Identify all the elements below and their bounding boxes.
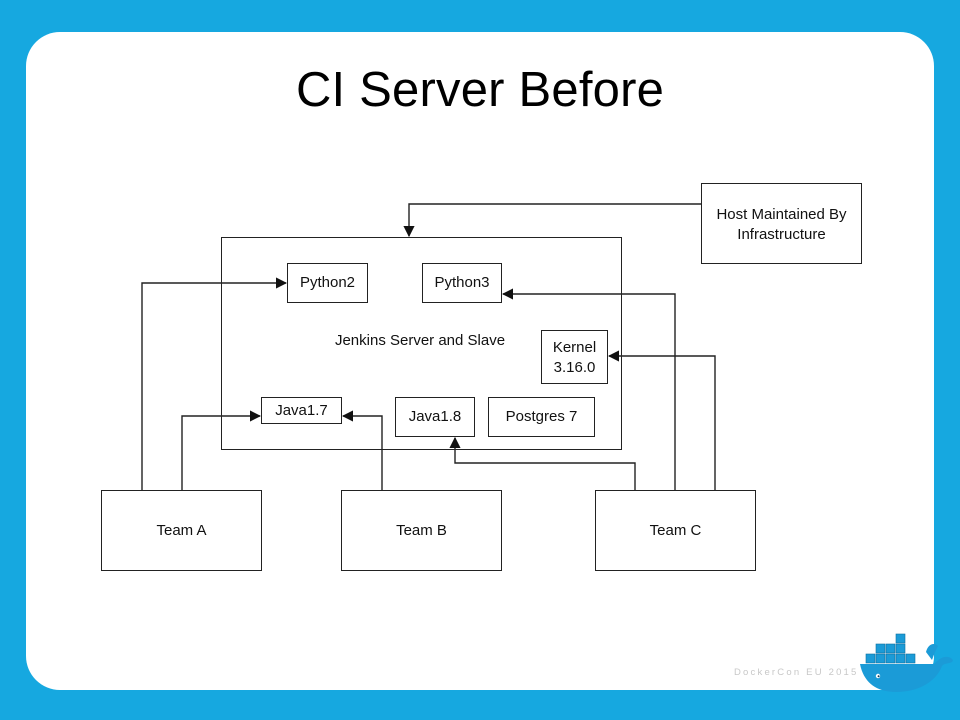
team-c-box: Team C [595,490,756,571]
postgres-label: Postgres 7 [505,408,578,425]
kernel-label-line1: Kernel [552,339,597,356]
team-c-to-java18-arrow [449,436,636,490]
python3-box: Python3 [422,263,502,303]
team-c-label: Team C [649,521,702,539]
docker-whale-icon [860,633,953,692]
kernel-label-line2: 3.16.0 [553,359,596,376]
team-c-to-kernel-arrow [607,350,716,490]
host-to-server-arrow [403,203,701,238]
jenkins-server-frame [221,237,622,450]
python2-box: Python2 [287,263,368,303]
team-a-to-python2-arrow [141,277,288,490]
java18-box: Java1.8 [395,397,475,437]
event-footer: DockerCon EU 2015 [734,667,859,678]
slide-panel [26,32,934,690]
team-b-to-java17-arrow [341,410,383,490]
jenkins-server-label: Jenkins Server and Slave [334,332,506,349]
host-maintained-box: Host Maintained By Infrastructure [701,183,862,264]
host-box-line1: Host Maintained By [716,205,847,223]
java17-label: Java1.7 [275,401,328,419]
kernel-box: Kernel 3.16.0 [541,330,608,384]
team-c-to-python3-arrow [501,288,676,490]
python2-label: Python2 [299,274,356,291]
team-a-box: Team A [101,490,262,571]
team-b-label: Team B [396,521,447,539]
team-b-box: Team B [341,490,502,571]
team-a-label: Team A [156,521,207,539]
team-a-to-java17-arrow [181,410,262,490]
postgres-box: Postgres 7 [488,397,595,437]
java17-box: Java1.7 [261,397,342,424]
host-box-line2: Infrastructure [737,225,826,243]
slide-title: CI Server Before [295,63,665,117]
java18-label: Java1.8 [408,408,462,425]
python3-label: Python3 [434,274,490,291]
